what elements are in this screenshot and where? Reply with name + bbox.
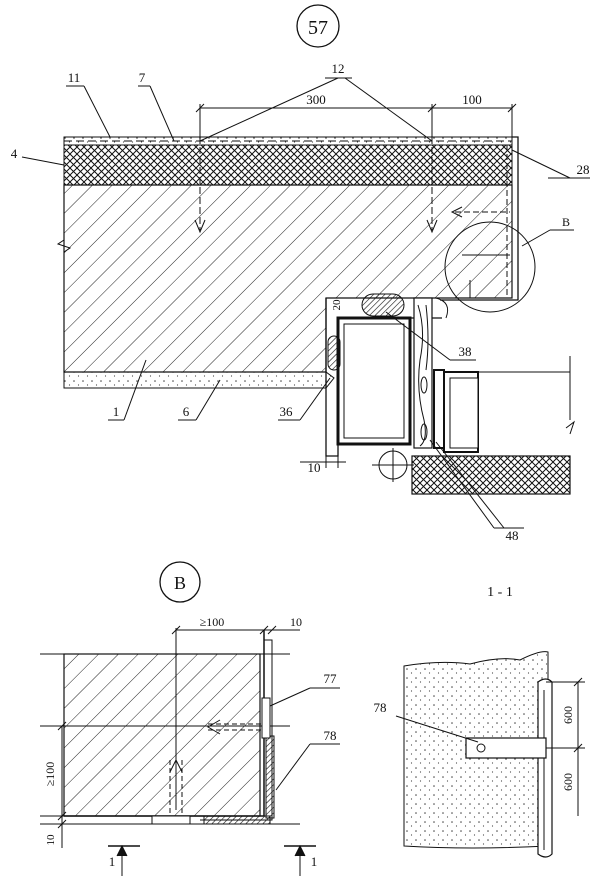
top-assembly [56,136,575,495]
detail-b: B ≥100 10 ≥100 [40,561,340,876]
bottom-insulation [411,455,571,495]
detail-dim-10-v: 10 [45,834,57,846]
callout-11: 11 [68,70,81,85]
callout-4: 4 [11,146,18,161]
sheet-number-badge: 57 [296,4,340,48]
callout-detail-b: B [562,215,570,229]
callout-38: 38 [459,344,472,359]
section-callout-78: 78 [374,700,387,715]
detail-dim-min-100-h: ≥100 [200,615,225,629]
dim-spacing: 300 [306,92,326,107]
timber-sash [413,297,433,449]
callout-28: 28 [577,162,590,177]
dim-edge: 100 [462,92,482,107]
dim-gap-10: 10 [308,460,321,475]
top-dimensions: 300 100 20 10 [195,92,517,475]
callout-6: 6 [183,404,190,419]
bottom-plaster-layer [63,371,335,389]
callout-36: 36 [280,404,294,419]
dim-gap-20: 20 [331,299,343,311]
edge-profile [440,136,519,301]
section-dim-600-top: 600 [561,706,575,724]
sheet-number-text: 57 [308,17,328,39]
plate-77 [261,697,271,739]
top-callouts: 11 7 12 4 28 B 38 36 1 6 [11,61,590,543]
callout-12: 12 [332,61,345,76]
detail-callout-77: 77 [324,671,338,686]
section-dim-600-bottom: 600 [561,773,575,791]
section-mark-right: 1 [284,844,318,876]
wall-body [63,184,513,373]
svg-text:1: 1 [109,854,116,869]
seal-36 [327,335,341,371]
detail-dim-10-h: 10 [290,615,302,629]
section-1-1: 1 - 1 78 600 600 [374,585,585,858]
detail-callout-78: 78 [324,728,337,743]
detail-dim-min-100-v: ≥100 [43,762,57,787]
section-title: 1 - 1 [487,585,513,600]
callout-48: 48 [506,528,519,543]
insulation-layer [63,144,513,186]
section-plate-78 [465,737,547,759]
section-profile [537,678,553,858]
section-mark-left: 1 [108,844,140,876]
svg-text:1: 1 [311,854,318,869]
seal-38 [361,293,405,317]
detail-wall [63,653,261,817]
callout-7: 7 [139,70,146,85]
callout-1: 1 [113,404,120,419]
detail-b-circle [444,221,536,313]
detail-b-label: B [174,573,186,593]
